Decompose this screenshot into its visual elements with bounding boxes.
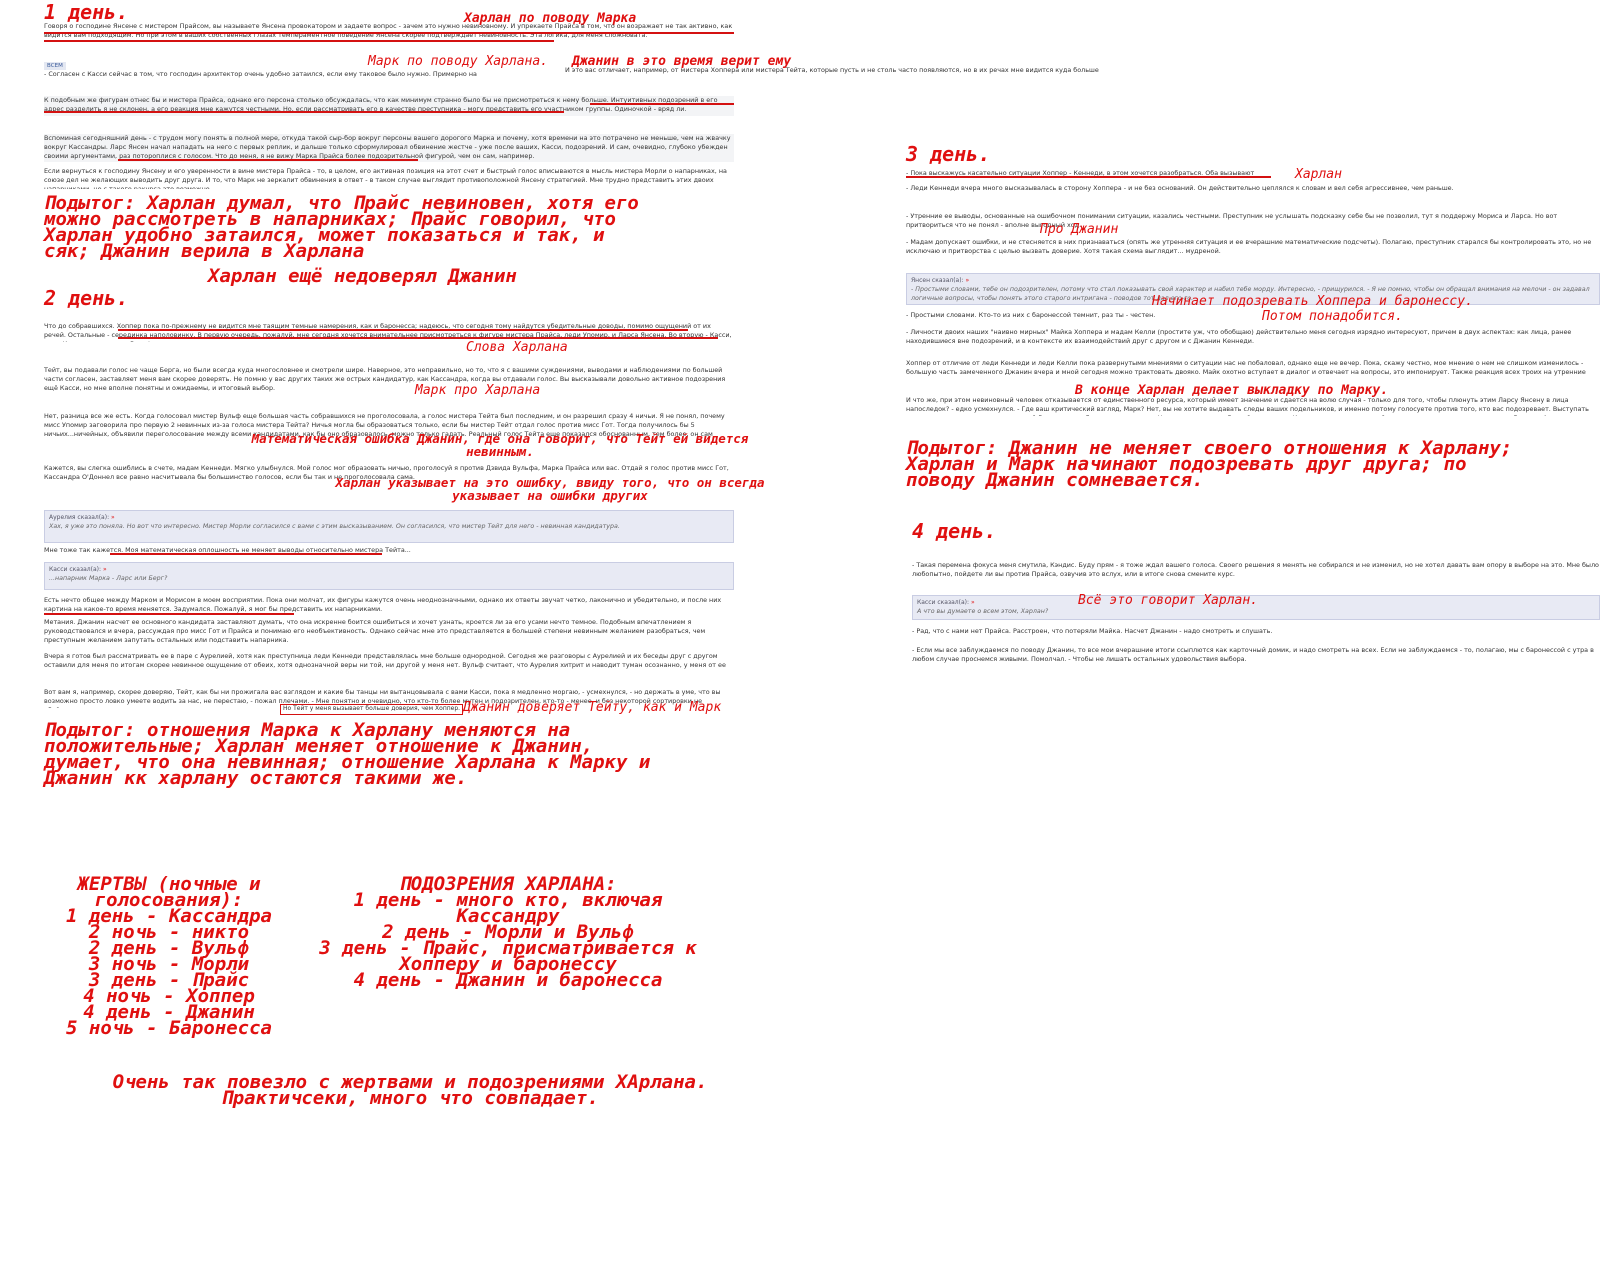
day-1-header: 1 день.: [44, 0, 129, 24]
quote-aurelia: Аурелия сказал(а): » Хах, я уже это поня…: [44, 510, 734, 543]
quote-body: ...напарник Марка - Ларс или Берг?: [49, 575, 168, 582]
post-day2-6: Есть нечто общее между Марком и Морисом …: [44, 596, 722, 613]
annotation-mark-about-harlan-2: Марк про Харлана: [415, 383, 541, 398]
quote-header: Янсен сказал(а): »: [911, 277, 970, 284]
victim-item: 4 день - Джанин: [83, 1001, 255, 1023]
quote-body: - Простыми словами, тебе он подозрителен…: [911, 286, 1590, 302]
underline-1: [44, 32, 734, 34]
post-day3-5: - Простыми словами. Кто-то из них с баро…: [906, 311, 1156, 319]
victim-item: 3 день - Прайс: [88, 969, 250, 991]
post-day1-4: Вспоминая сегодняшний день - с трудом мо…: [44, 134, 734, 162]
conclusion: Очень так повезло с жертвами и подозрени…: [112, 1071, 708, 1109]
summary-day3: Подытог: Джанин не меняет своего отношен…: [906, 437, 1513, 491]
suspicion-item: 1 день - много кто, включая Кассандру: [353, 889, 663, 927]
post-day2-9: Вот вам я, например, скорее доверяю, Тей…: [44, 688, 721, 708]
post-day1-2b: И это вас отличает, например, от мистера…: [565, 66, 1099, 76]
summary-day2: Подытог: отношения Марка к Харлану меняю…: [44, 719, 651, 789]
annotation-harlan-about-mark: Харлан по поводу Марка: [464, 11, 637, 26]
annotation-harlan-points-error: Харлан указывает на это ошибку, ввиду то…: [335, 475, 765, 503]
day-3-header: 3 день.: [906, 142, 991, 166]
annotation-mark-about-harlan: Марк по поводу Харлана.: [368, 54, 549, 69]
victim-item: 3 ночь - Морли: [88, 953, 250, 975]
victim-item: 2 ночь - никто: [88, 921, 250, 943]
quote-header: Аурелия сказал(а): »: [49, 514, 115, 521]
quote-header: Касси сказал(а): »: [917, 599, 975, 606]
summary-day1-b: Харлан ещё недоверял Джанин: [208, 265, 517, 287]
tag-all: ВСЕМ: [44, 62, 66, 70]
post-day2-8: Вчера я готов был рассматривать ее в пар…: [44, 652, 726, 672]
post-day1-5: Если вернуться к господину Янсену и его …: [44, 167, 727, 189]
annotation-harlan: Харлан: [1295, 167, 1342, 182]
suspicions-title: ПОДОЗРЕНИЯ ХАРЛАНА:: [399, 873, 617, 895]
victims-list: ЖЕРТВЫ (ночные и голосования): 1 день - …: [44, 873, 294, 1039]
post-day1-1: Говоря о господине Янсене с мистером Пра…: [44, 22, 733, 39]
post-day2-2: Тейт, вы подавали голос не чаще Берга, н…: [44, 366, 726, 392]
annotation-janin-trusts-tate: Джанин доверяет Тейту, как и Марк: [462, 700, 722, 715]
quote-kassi: Касси сказал(а): » ...напарник Марка - Л…: [44, 562, 734, 590]
quote-header: Касси сказал(а): »: [49, 566, 107, 573]
annotation-harlan-on-mark: В конце Харлан делает выкладку по Марку.: [1075, 383, 1389, 398]
annotation-later-useful: Потом понадобится.: [1262, 309, 1403, 324]
quote-jansen: Янсен сказал(а): » - Простыми словами, т…: [906, 273, 1600, 305]
post-day2-7: Метания. Джанин насчет ее основного канд…: [44, 618, 706, 644]
post-day4-1: - Такая перемена фокуса меня смутила, Кэ…: [912, 561, 1599, 578]
annotation-about-janin: Про Джанин: [1040, 222, 1119, 237]
post-day3-4: - Мадам допускает ошибки, и не стесняетс…: [906, 238, 1592, 255]
victim-item: 2 день - Вульф: [88, 937, 250, 959]
underline-6: [118, 329, 688, 331]
underline-8: [110, 553, 382, 555]
annotation-janin-believes: Джанин в это время верит ему: [572, 54, 792, 69]
suspicion-item: 2 день - Морли и Вульф: [382, 921, 634, 943]
annotation-suspects-hopper: Начинает подозревать Хоппера и баронессу…: [1152, 294, 1473, 309]
summary-day1: Подытог: Харлан думал, что Прайс невинов…: [44, 192, 639, 262]
underline-4: [44, 111, 564, 113]
day-2-header: 2 день.: [44, 286, 129, 310]
annotation-math-error: Математическая ошибка Джанин, где она го…: [251, 431, 749, 459]
post-day3-3: - Утренние ее выводы, основанные на ошиб…: [906, 212, 1558, 229]
annotation-harlan-says-all: Всё это говорит Харлан.: [1078, 593, 1259, 608]
victim-item: 4 ночь - Хоппер: [83, 985, 255, 1007]
post-day2-1: Что до собравшихся. Хоппер пока по-прежн…: [44, 322, 732, 342]
victims-title: ЖЕРТВЫ (ночные и голосования):: [77, 873, 261, 911]
underline-7: [118, 337, 718, 339]
quote-body: А что вы думаете о всем этом, Харлан?: [917, 608, 1049, 615]
post-day2-4: Кажется, вы слегка ошиблись в счете, мад…: [44, 464, 729, 481]
boxed-phrase: Но Тейт у меня вызывает больше доверия, …: [280, 704, 463, 715]
post-day1-3: К подобным же фигурам отнес бы и мистера…: [44, 96, 734, 116]
annotation-harlan-words: Слова Харлана: [466, 340, 568, 355]
post-day2-3: Нет, разница все же есть. Когда голосова…: [44, 412, 725, 440]
post-day4-3: - Если мы все заблуждаемся по поводу Джа…: [912, 646, 1594, 663]
victim-item: 1 день - Кассандра: [66, 905, 272, 927]
victim-item: 5 ночь - Баронесса: [66, 1017, 272, 1039]
day-4-header: 4 день.: [912, 519, 997, 543]
post-day3-7: Хоппер от отличие от леди Кеннеди и леди…: [906, 359, 1586, 379]
post-day3-6: - Личности двоих наших "наивно мирных" М…: [906, 328, 1572, 345]
post-day3-1: - Пока выскажусь касательно ситуации Хоп…: [906, 169, 1255, 179]
underline-5: [118, 159, 418, 161]
suspicion-item: 3 день - Прайс, присматривается к Хоппер…: [319, 937, 697, 975]
suspicion-item: 4 день - Джанин и баронесса: [353, 969, 663, 991]
post-day4-2: - Рад, что с нами нет Прайса. Расстроен,…: [912, 627, 1273, 635]
underline-10: [906, 176, 1271, 178]
quote-kassi-day4: Касси сказал(а): » А что вы думаете о вс…: [912, 595, 1600, 620]
suspicions-list: ПОДОЗРЕНИЯ ХАРЛАНА: 1 день - много кто, …: [318, 873, 698, 991]
underline-9: [44, 613, 294, 615]
post-day2-5: Мне тоже так кажется. Моя математическая…: [44, 546, 411, 554]
post-day3-8: И что же, при этом невиновный человек от…: [906, 396, 1593, 416]
quote-body: Хах, я уже это поняла. Но вот что интере…: [49, 523, 620, 530]
post-day1-2: - Согласен с Касси сейчас в том, что гос…: [44, 70, 477, 80]
underline-2: [44, 40, 554, 42]
post-day3-2: - Леди Кеннеди вчера много высказывалась…: [906, 184, 1454, 192]
underline-3: [590, 103, 734, 105]
